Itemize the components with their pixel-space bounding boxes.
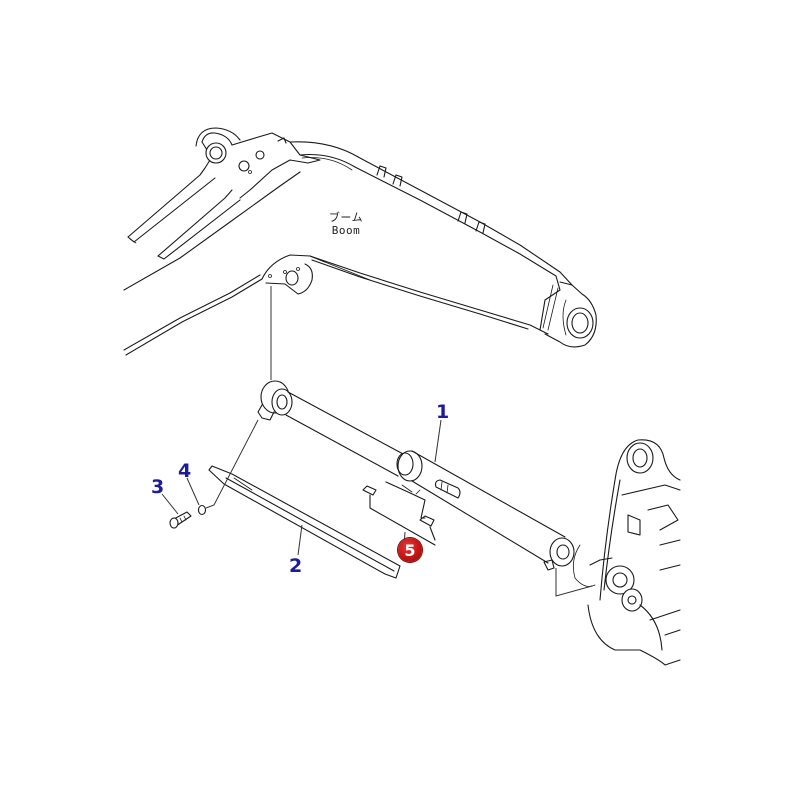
callout-5-highlighted[interactable]: 5 [398, 538, 422, 562]
hose-group-drawing [362, 481, 436, 546]
rod-to-washer-leader [205, 419, 259, 509]
callout-4-leader [186, 477, 200, 506]
callout-1-leader [434, 419, 442, 463]
cylinder-to-bracket-leader [555, 568, 593, 597]
callout-1[interactable]: 1 [436, 401, 450, 423]
boom-label-english: Boom [331, 224, 361, 237]
cover-plate-drawing [208, 465, 401, 579]
washer-drawing [197, 504, 207, 516]
callout-3[interactable]: 3 [151, 476, 165, 498]
callout-2-leader [297, 524, 303, 556]
cylinder-drawing [257, 380, 575, 571]
callout-2[interactable]: 2 [289, 555, 303, 577]
boom-label: ブーム Boom [326, 211, 366, 237]
bolt-drawing [169, 511, 192, 529]
boom-drawing [123, 127, 597, 356]
callout-4[interactable]: 4 [178, 460, 192, 482]
callout-3-leader [161, 493, 179, 515]
boom-label-japanese: ブーム [328, 211, 364, 224]
frame-bracket-drawing [572, 439, 681, 666]
